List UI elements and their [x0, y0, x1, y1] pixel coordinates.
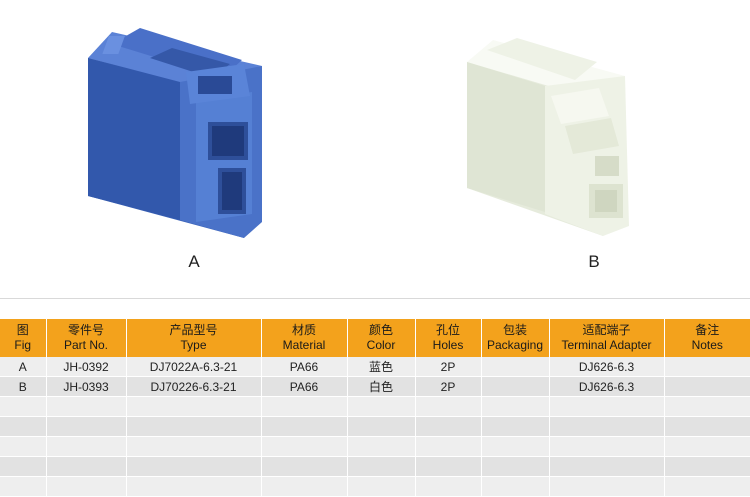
- cell-packaging: [481, 456, 550, 477]
- cell-type: [126, 416, 262, 437]
- cell-packaging: [481, 357, 550, 377]
- blue-connector-image: [88, 28, 262, 238]
- cell-part-no: [46, 456, 127, 477]
- cell-holes: [415, 396, 482, 417]
- cell-part-no: JH-0393: [46, 376, 127, 397]
- cell-notes: [664, 416, 750, 437]
- cell-terminal-adapter: [549, 396, 665, 417]
- cell-holes: [415, 456, 482, 477]
- cell-color: [347, 456, 416, 477]
- cell-packaging: [481, 396, 550, 417]
- cell-fig: [0, 396, 47, 417]
- cell-color: [347, 396, 416, 417]
- cell-terminal-adapter: DJ626-6.3: [549, 376, 665, 397]
- cell-notes: [664, 456, 750, 477]
- cell-type: DJ7022A-6.3-21: [126, 357, 262, 377]
- cell-notes: [664, 476, 750, 497]
- cell-part-no: [46, 396, 127, 417]
- table-row: [0, 436, 750, 457]
- table-row: B JH-0393 DJ70226-6.3-21 PA66 白色 2P DJ62…: [0, 376, 750, 397]
- product-figure-b: B: [375, 0, 750, 298]
- cell-type: DJ70226-6.3-21: [126, 376, 262, 397]
- cell-fig: B: [0, 376, 47, 397]
- cell-notes: [664, 376, 750, 397]
- cell-part-no: JH-0392: [46, 357, 127, 377]
- product-photo-panel: A B: [0, 0, 750, 299]
- cell-terminal-adapter: [549, 416, 665, 437]
- cell-material: [261, 416, 348, 437]
- cell-holes: [415, 436, 482, 457]
- cell-type: [126, 396, 262, 417]
- cell-type: [126, 476, 262, 497]
- cell-notes: [664, 396, 750, 417]
- white-connector-image: [467, 38, 629, 236]
- table-row: A JH-0392 DJ7022A-6.3-21 PA66 蓝色 2P DJ62…: [0, 357, 750, 377]
- product-figure-a: A: [0, 0, 375, 298]
- cell-part-no: [46, 436, 127, 457]
- cell-color: [347, 416, 416, 437]
- cell-type: [126, 436, 262, 457]
- cell-holes: [415, 476, 482, 497]
- table-row: [0, 416, 750, 437]
- cell-terminal-adapter: DJ626-6.3: [549, 357, 665, 377]
- cell-fig: [0, 456, 47, 477]
- cell-color: [347, 436, 416, 457]
- figure-label-b: B: [588, 252, 600, 271]
- cell-packaging: [481, 476, 550, 497]
- table-row: [0, 396, 750, 417]
- cell-terminal-adapter: [549, 476, 665, 497]
- cell-part-no: [46, 476, 127, 497]
- cell-color: [347, 476, 416, 497]
- cell-terminal-adapter: [549, 456, 665, 477]
- cell-material: [261, 476, 348, 497]
- cell-material: PA66: [261, 357, 348, 377]
- cell-type: [126, 456, 262, 477]
- figure-label-a: A: [188, 252, 200, 271]
- cell-holes: 2P: [415, 357, 482, 377]
- table-row: [0, 476, 750, 497]
- cell-material: PA66: [261, 376, 348, 397]
- cell-packaging: [481, 436, 550, 457]
- cell-packaging: [481, 416, 550, 437]
- cell-fig: [0, 416, 47, 437]
- cell-color: 白色: [347, 376, 416, 397]
- cell-color: 蓝色: [347, 357, 416, 377]
- cell-material: [261, 436, 348, 457]
- cell-notes: [664, 436, 750, 457]
- cell-holes: 2P: [415, 376, 482, 397]
- cell-notes: [664, 357, 750, 377]
- cell-terminal-adapter: [549, 436, 665, 457]
- cell-fig: A: [0, 357, 47, 377]
- cell-packaging: [481, 376, 550, 397]
- table-row: [0, 456, 750, 477]
- cell-part-no: [46, 416, 127, 437]
- cell-fig: [0, 476, 47, 497]
- cell-holes: [415, 416, 482, 437]
- cell-fig: [0, 436, 47, 457]
- cell-material: [261, 396, 348, 417]
- cell-material: [261, 456, 348, 477]
